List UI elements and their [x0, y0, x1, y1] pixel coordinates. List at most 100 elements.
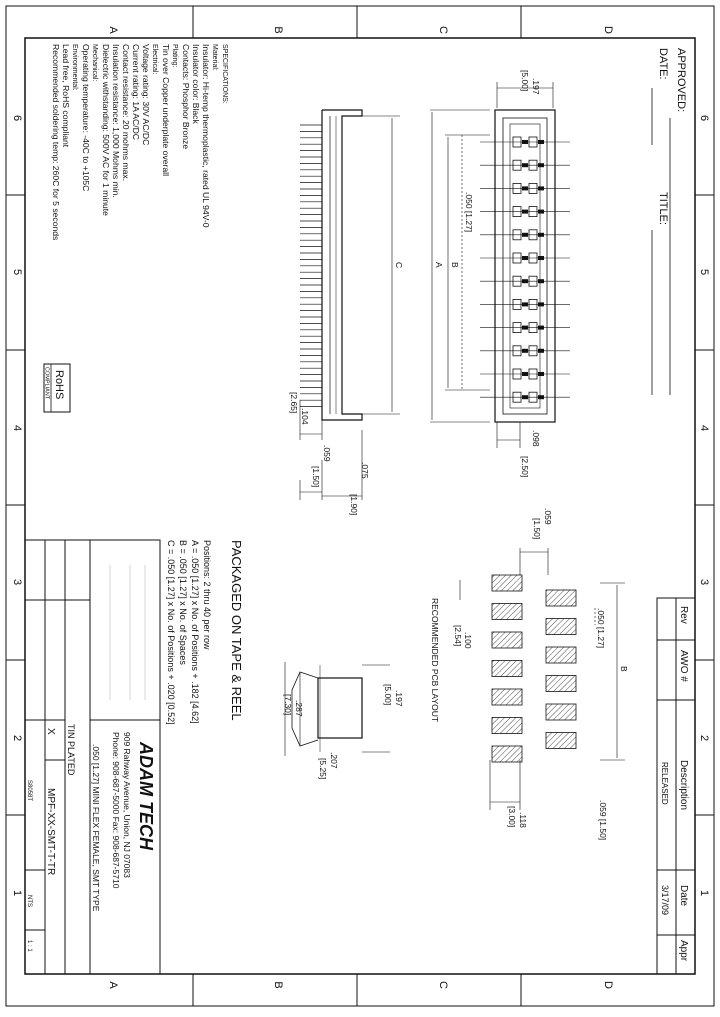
border-label-1-left: 1	[11, 890, 23, 896]
tape-reel-dimension-text: .197 [5.00] .287 [7.30] .207 [5.25]	[283, 684, 404, 779]
rev-header-appr: Appr	[678, 940, 689, 962]
positions-line: B = .050 [1.27] x No. of Spaces	[178, 540, 188, 665]
spec-line: Contact resistance: 20 mohms max.	[121, 44, 131, 181]
pcb-pad	[545, 646, 577, 664]
pcb-pad	[491, 603, 523, 620]
date-label: DATE:	[657, 48, 669, 80]
border-label-2-left: 2	[11, 735, 23, 741]
contact-pad	[528, 391, 538, 403]
border-col-labels: 6 5 4 3 2 1 6 5 4 3 2 1	[11, 115, 710, 896]
contact-pad	[528, 182, 538, 194]
dim-059: .059	[322, 445, 332, 462]
spec-line: Material:	[211, 44, 218, 71]
border-label-5-left: 5	[11, 269, 23, 275]
contact-pin	[538, 372, 544, 376]
contact-pad	[512, 159, 522, 171]
contact-pad	[512, 391, 522, 403]
border-label-3-right: 3	[698, 579, 710, 585]
contact-pin	[522, 395, 528, 400]
contact-pin	[522, 348, 528, 353]
pcb-pad	[545, 703, 577, 721]
pcb-dim-050: .050 [1.27]	[596, 608, 606, 648]
contact-pin	[538, 302, 544, 307]
dim-098: .098	[531, 430, 541, 447]
company-name: ADAM TECH	[136, 741, 156, 851]
rev-header-awo: AWO #	[678, 650, 689, 682]
company-address: 909 Rahway Avenue, Union, NJ 07083	[122, 732, 132, 878]
dim-104: .104	[300, 408, 310, 425]
spec-line: Insulator: Hi-temp thermoplastic, rated …	[201, 44, 211, 228]
contact-pin	[522, 256, 528, 260]
contact-pin	[522, 372, 528, 376]
contact-pad	[528, 206, 538, 218]
contact-pad	[528, 322, 538, 334]
contact-rows	[480, 136, 570, 403]
border-row-labels: A B C D A B C D	[107, 26, 614, 989]
spec-line: Mechanical:	[91, 44, 98, 81]
rev-header-description: Description	[678, 760, 689, 810]
sheet-label: 1 : 1	[26, 940, 32, 952]
border-label-c-bottom: C	[437, 981, 449, 989]
border-label-4-right: 4	[698, 425, 710, 431]
pcb-dim-100: .100	[463, 632, 473, 649]
spec-line: Lead free, RoHS compliant	[61, 44, 71, 148]
tape-dim-525: [5.25]	[318, 758, 328, 779]
contact-pad	[512, 206, 522, 218]
border-label-d-bottom: D	[602, 981, 614, 989]
positions-line: C = .050 [1.27] x No. of Positions + .02…	[166, 540, 176, 725]
tape-dim-197: .197	[394, 690, 404, 707]
border-label-b-top: B	[272, 26, 284, 33]
spec-line: Insulator color: Black	[191, 44, 201, 124]
revision-table: Rev AWO # Description Date Appr RELEASED…	[656, 597, 696, 975]
contact-pad	[528, 275, 538, 287]
pcb-dim-118: .118	[518, 812, 528, 828]
contact-pin	[538, 163, 544, 168]
positions-note: Positions: 2 thru 40 per row A = .050 [1…	[166, 540, 212, 725]
pcb-dim-059b: .059 [1.50]	[598, 800, 608, 840]
contact-pin	[522, 279, 528, 284]
contact-pin	[538, 279, 544, 284]
pcb-pad	[491, 574, 523, 592]
contact-pad	[528, 252, 538, 264]
top-view-dimension-text: .197 [5.00] .050 [1.27] A B .098 [2.50]	[434, 70, 541, 477]
pcb-layout: .059 [1.50] .050 [1.27] B .100 [2.54] .0…	[453, 508, 629, 840]
title-block: ADAM TECH 909 Rahway Avenue, Union, NJ 0…	[24, 539, 161, 975]
border-label-4-left: 4	[11, 425, 23, 431]
rohs-label: RoHS	[53, 370, 65, 399]
side-view-dimension-text: C .104 [2.65] .059 [1.50] .075 [1.90]	[289, 262, 404, 515]
pcb-dim-150: [1.50]	[532, 518, 542, 539]
rohs-badge: RoHS COMPLIANT	[43, 363, 71, 413]
pcb-pad	[491, 688, 523, 706]
part-description: .050 [1.27] MINI FLEX FEMALE, SMT TYPE	[91, 744, 101, 912]
side-leads	[300, 124, 322, 407]
spec-line: Insulation resistance: 1,000 Mohms min.	[111, 44, 121, 198]
border-label-3-left: 3	[11, 579, 23, 585]
contact-pin	[538, 140, 544, 144]
contact-pad	[528, 159, 538, 171]
contact-pin	[522, 140, 528, 144]
contact-pin	[522, 163, 528, 168]
contact-pad	[512, 136, 522, 148]
connector-top-view	[480, 109, 570, 423]
contact-pin	[538, 232, 544, 237]
dim-075: .075	[360, 462, 370, 479]
contact-pin	[538, 325, 544, 330]
contact-pin	[522, 302, 528, 307]
contact-pad	[512, 182, 522, 194]
tape-dim-207: .207	[329, 752, 339, 769]
positions-line: Positions: 2 thru 40 per row	[202, 540, 212, 650]
pcb-dim-254: [2.54]	[453, 625, 463, 646]
contact-pin	[522, 325, 528, 330]
contact-pad	[512, 275, 522, 287]
code-label: S8058T	[26, 780, 32, 801]
contact-pin	[522, 232, 528, 237]
spec-line: Tin over Copper underplate overall	[161, 44, 171, 176]
rohs-compliant-label: COMPLIANT	[44, 367, 50, 400]
spec-line: Plating:	[171, 44, 178, 67]
rev-header-rev: Rev	[678, 606, 689, 624]
rev-row-date: 3/17/09	[660, 885, 670, 915]
pcb-pad	[545, 675, 577, 692]
pcb-layout-label: RECOMMENDED PCB LAYOUT	[430, 598, 440, 722]
border-label-b-bottom: B	[272, 981, 284, 988]
